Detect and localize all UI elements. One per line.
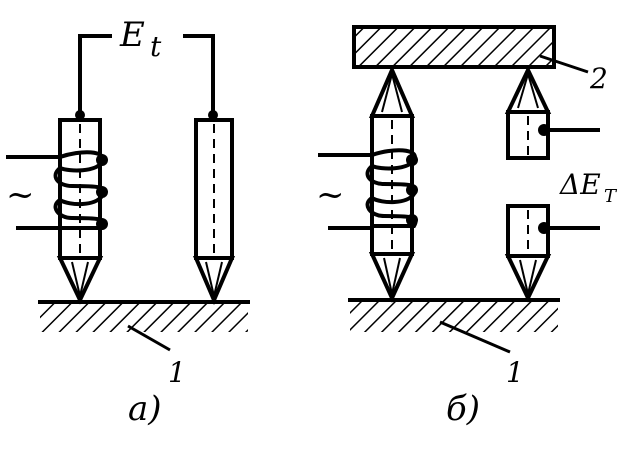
heating-coil-b: ~ [316,148,418,230]
voltage-label-a: E t [119,15,162,63]
delta-voltage-label: ΔE T [559,168,618,207]
bar-label-2: 2 [589,62,608,95]
connecting-bar-2 [352,25,556,69]
figure-b: 2 ~ [316,25,618,429]
heating-coil-a: ~ [6,150,108,230]
split-probe-lower [504,204,600,303]
measurement-wire-a [78,34,112,117]
caption-a: a) [128,389,162,429]
svg-text:E: E [119,15,145,55]
caption-b: б) [446,389,480,429]
figure-a: ~ E t 1 a) [6,15,250,429]
split-probe-upper [504,65,600,160]
surface-label-a: 1 [168,356,186,389]
svg-text:T: T [604,186,618,207]
ac-symbol-a: ~ [6,175,35,215]
ground-surface-a [38,300,250,332]
svg-text:ΔE: ΔE [559,168,601,201]
heated-probe-a [56,118,104,305]
surface-label-b: 1 [506,356,524,389]
svg-text:t: t [150,30,162,63]
cold-probe-a [192,118,236,306]
ac-symbol-b: ~ [316,175,345,215]
